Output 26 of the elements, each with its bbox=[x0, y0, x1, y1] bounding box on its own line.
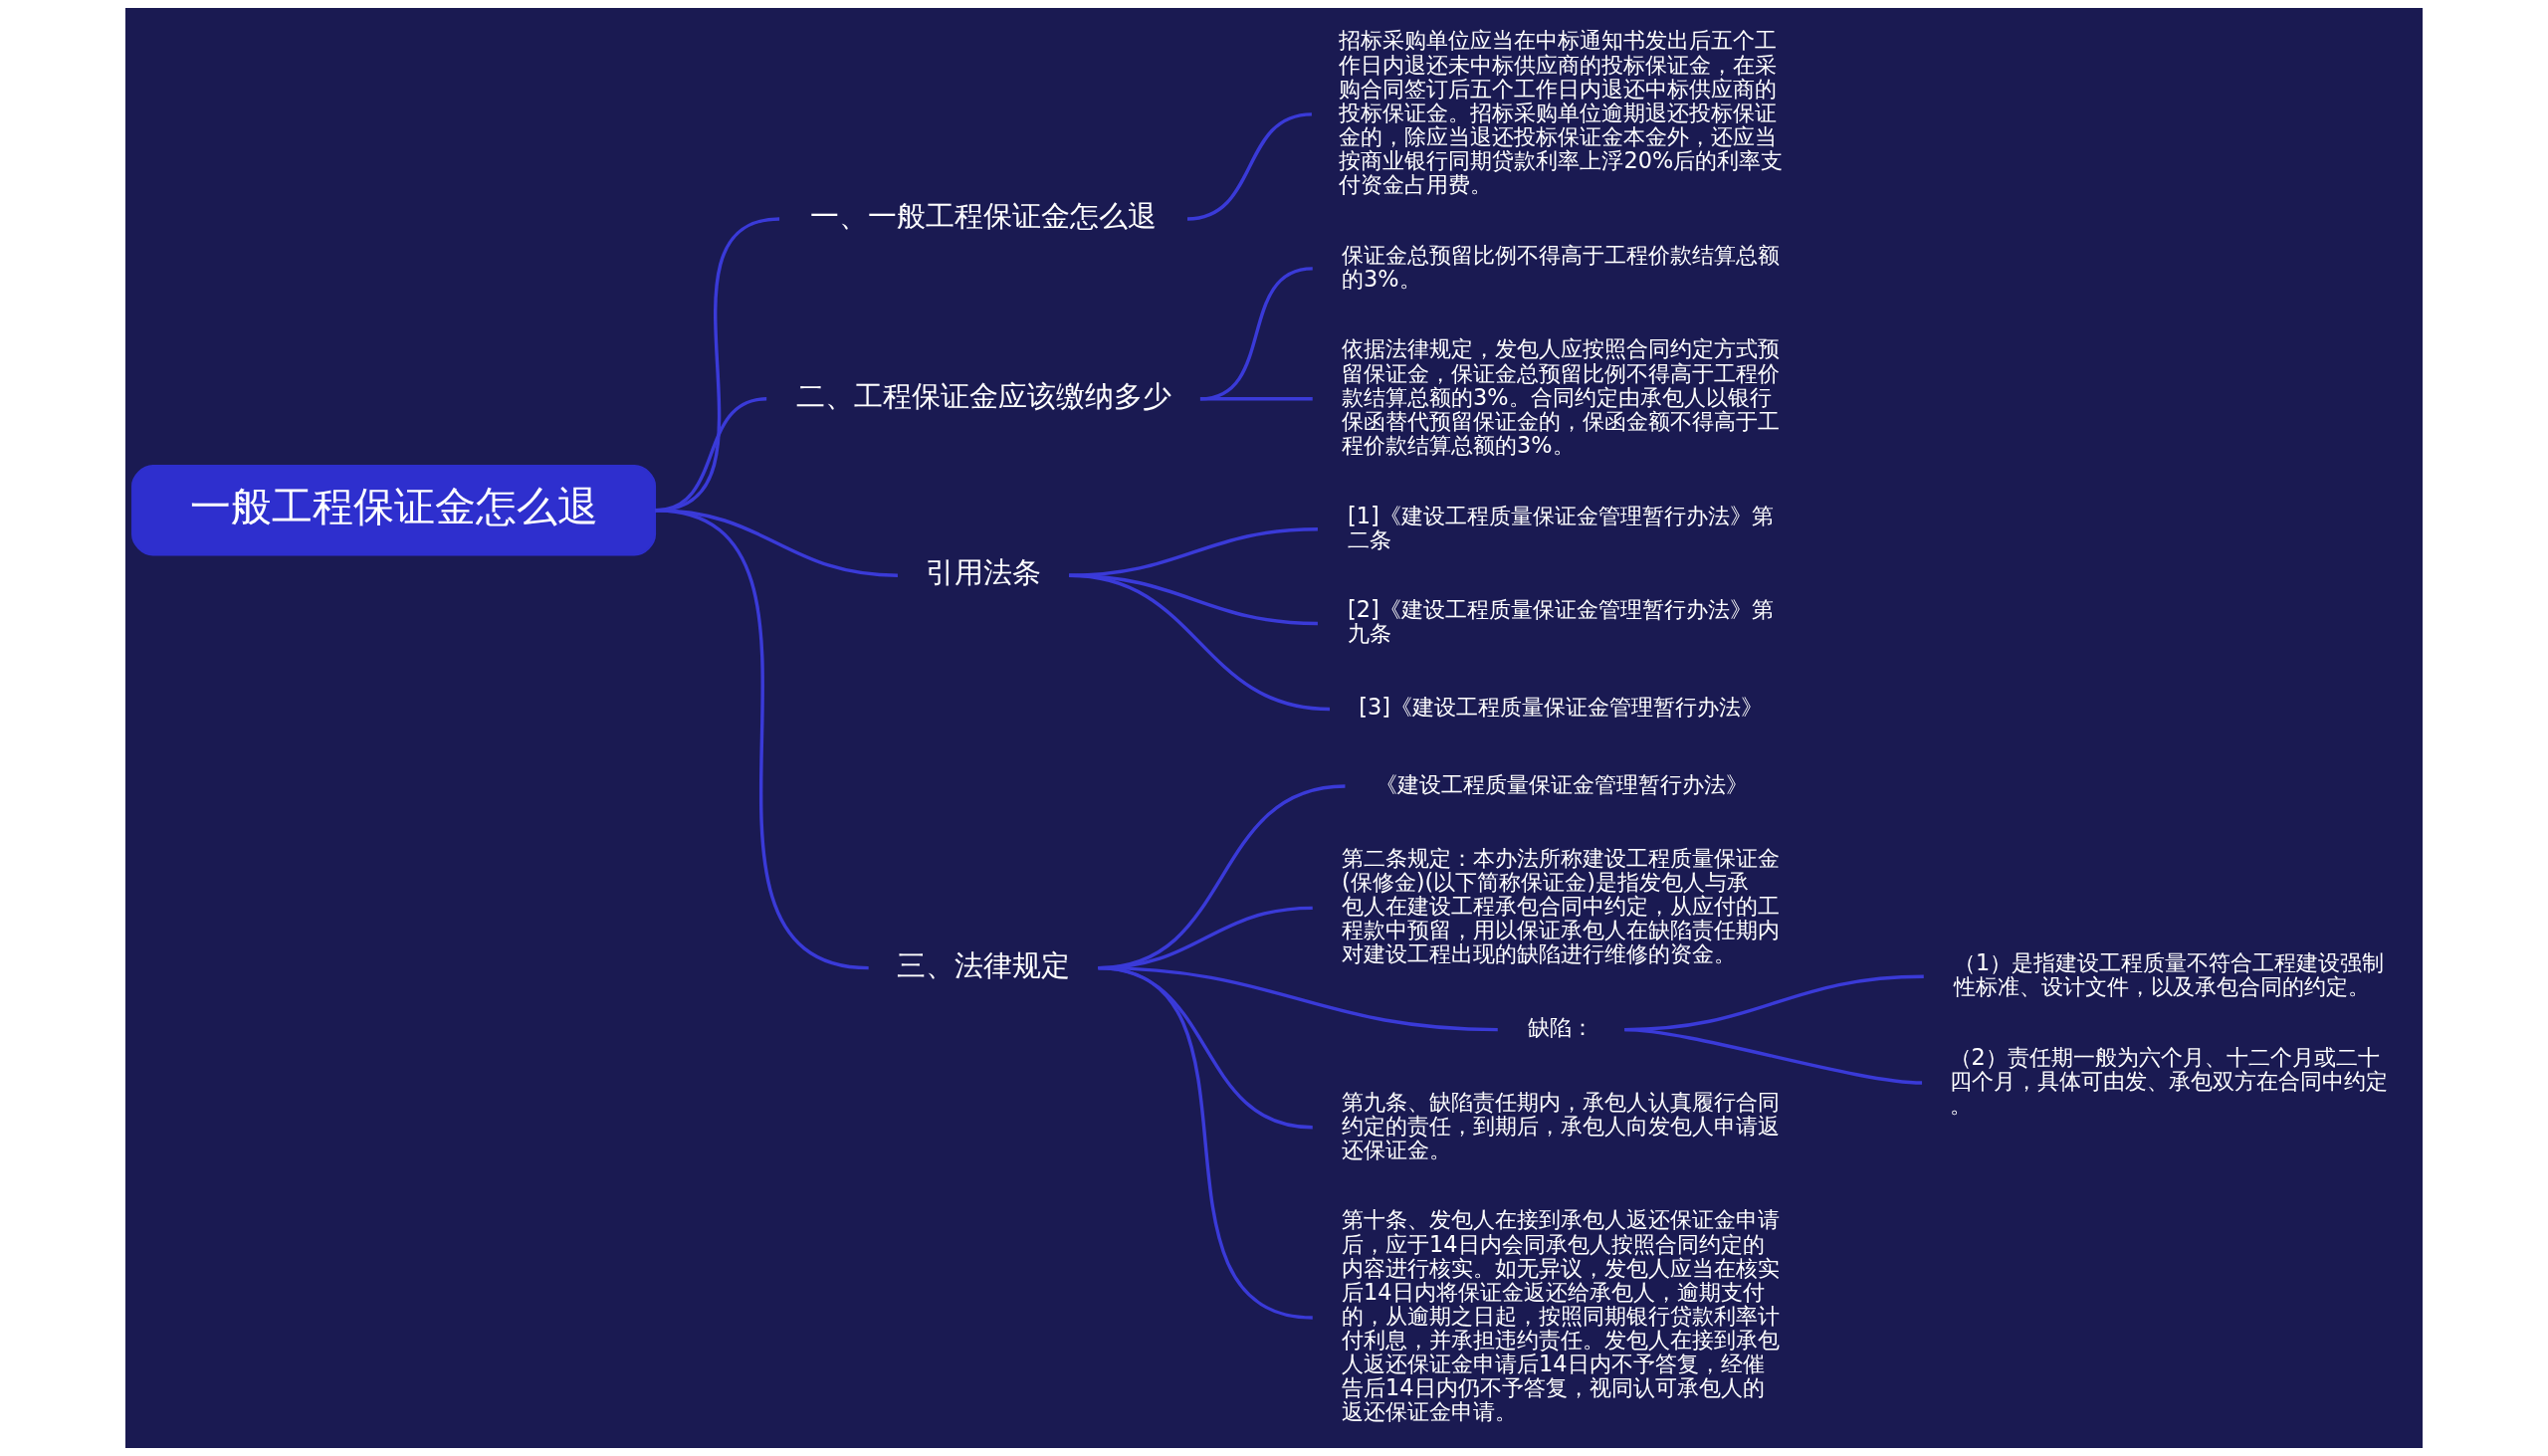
node-text: 第九条、缺陷责任期内，承包人认真履行合同约定的责任，到期后，承包人向发包人申请返还保证金。 bbox=[1342, 1088, 1781, 1162]
node-text: 缺陷： bbox=[1527, 1014, 1593, 1041]
node-text: 依据法律规定，发包人应按照合同约定方式预留保证金，保证金总预留比例不得高于工程价款结算总额的3%。合同约定由承包人以银行保函替代预留保证金的，保函金额不得高于工程价款结算总额的3%。 bbox=[1342, 335, 1781, 458]
node-text: 一、一般工程保证金怎么退 bbox=[810, 199, 1158, 234]
connector bbox=[1098, 965, 1314, 1320]
node-text: 第十条、发包人在接到承包人返还保证金申请后，应于14日内会同承包人按照合同约定的内容进行核实。如无异议，发包人应当在核实后14日内将保证金返还给承包人，逾期支付的，从逾期之日起，按照同期银行贷款利率计付利息，并承担违约责任。发包人在接到承包人返还保证金申请后14日内不予答复，经催告后14日内仍不予答复，视同认可承包人的返还保证金申请。 bbox=[1342, 1206, 1781, 1425]
node-text: 招标采购单位应当在中标通知书发出后五个工作日内退还未中标供应商的投标保证金，在采购合同签订后五个工作日内退还中标供应商的投标保证金。招标采购单位逾期退还投标保证金的，除应当退还投标保证金本金外，还应当按商业银行同期贷款利率上浮20%后的利率支付资金占用费。 bbox=[1339, 27, 1784, 198]
node-text: （1）是指建设工程质量不符合工程建设强制性标准、设计文件，以及承包合同的约定。 bbox=[1953, 949, 2385, 1000]
node-text: 《建设工程质量保证金管理暂行办法》 bbox=[1375, 770, 1748, 797]
connector bbox=[654, 509, 869, 970]
connector bbox=[1069, 573, 1331, 712]
connector bbox=[1199, 267, 1313, 401]
node-text: 第二条规定：本办法所称建设工程质量保证金(保修金)(以下简称保证金)是指发包人与承包人在建设工程承包合同中约定，从应付的工程款中预留，用以保证承包人在缺陷责任期内对建设工程出现的缺陷进行维修的资金。 bbox=[1342, 844, 1781, 967]
node-text: 三、法律规定 bbox=[897, 947, 1071, 982]
connector bbox=[1186, 112, 1313, 221]
node-box: 一般工程保证金怎么退 bbox=[131, 465, 657, 556]
connector bbox=[1199, 397, 1313, 401]
connector bbox=[1069, 527, 1318, 577]
node-text: [1]《建设工程质量保证金管理暂行办法》第二条 bbox=[1348, 502, 1774, 552]
node-text: （2）责任期一般为六个月、十二个月或二十四个月，具体可由发、承包双方在合同中约定。 bbox=[1949, 1043, 2388, 1118]
node-text: [3]《建设工程质量保证金管理暂行办法》 bbox=[1359, 694, 1763, 721]
node-text: 保证金总预留比例不得高于工程价款结算总额的3%。 bbox=[1342, 241, 1781, 292]
node-text: [2]《建设工程质量保证金管理暂行办法》第九条 bbox=[1348, 596, 1774, 647]
connector bbox=[1624, 1027, 1923, 1085]
node-text: 二、工程保证金应该缴纳多少 bbox=[795, 378, 1171, 413]
node-text: 引用法条 bbox=[926, 555, 1042, 590]
